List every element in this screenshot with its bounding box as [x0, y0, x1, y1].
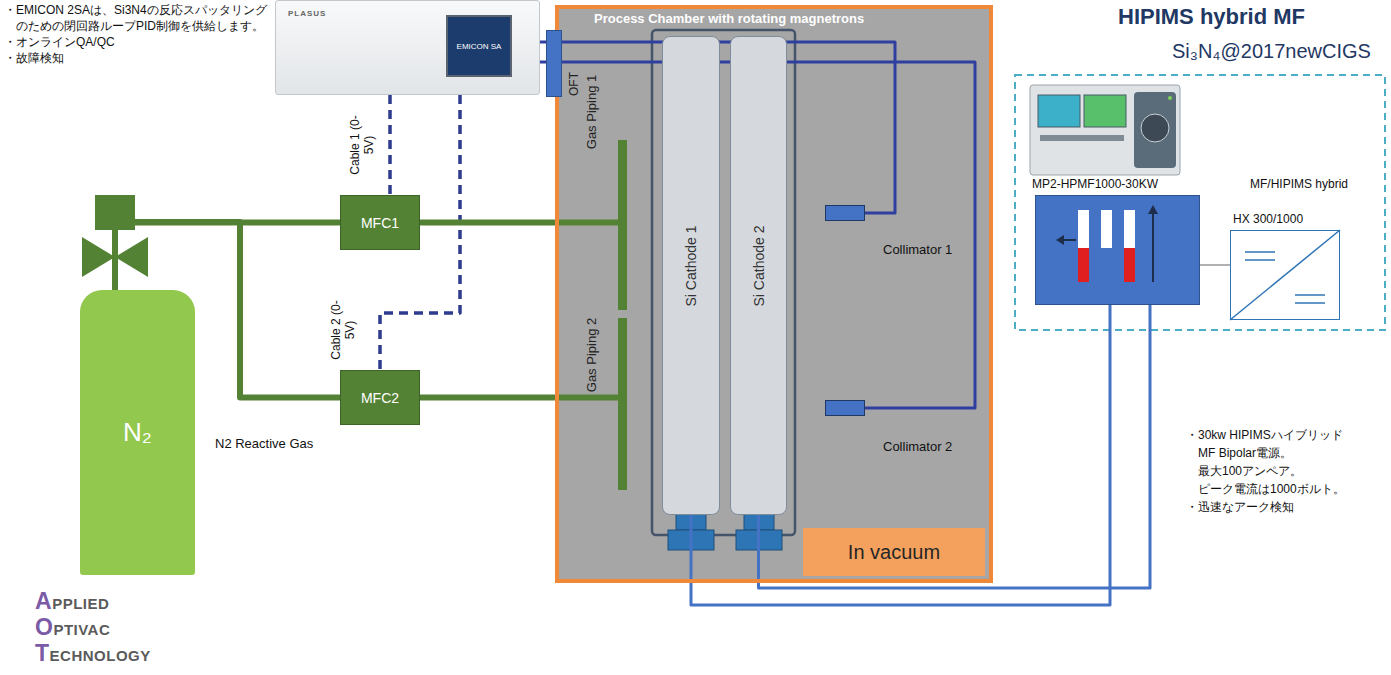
- cable-label: Cable 2 (0-5V): [329, 298, 357, 362]
- pulse-bar: [1124, 248, 1135, 282]
- note-text: ・迅速なアーク検知: [1186, 498, 1360, 516]
- transformer-symbol: [1295, 294, 1325, 296]
- axis-arrow-head: [1056, 235, 1064, 245]
- gas-caption: N2 Reactive Gas: [215, 436, 313, 451]
- collimator: Collimator 1: [825, 205, 865, 221]
- note-text: ・故障検知: [4, 50, 272, 66]
- collimator-label: Collimator 1: [883, 242, 952, 257]
- cathode-frame: [652, 30, 795, 535]
- transformer-symbol: [1295, 302, 1325, 304]
- link-line: [1200, 264, 1230, 266]
- logo-text: APPLIED: [35, 588, 109, 617]
- note-text: ・30kw HIPIMSハイブリッド MF Bipolar電源。 最大100アン…: [1186, 426, 1360, 498]
- photo-screen: [1084, 95, 1126, 127]
- vacuum-tag: In vacuum: [803, 528, 985, 576]
- chamber-title: Process Chamber with rotating magnetrons: [594, 11, 864, 26]
- cathode-label: Si Cathode 2: [751, 225, 767, 306]
- note-text: ・EMICON 2SAは、Si3N4の反応スパッタリングのための閉回路ループPI…: [4, 2, 272, 34]
- collimator: Collimator 2: [825, 400, 865, 416]
- power-supply: MP2-HPMF1000-30KW: [1035, 195, 1200, 305]
- power-supply-photo: [1030, 85, 1180, 175]
- feedthrough-label: OFT: [567, 72, 581, 96]
- cathode: Si Cathode 1: [662, 36, 720, 515]
- gas-label: N₂: [123, 417, 152, 448]
- model-label: HX 300/1000: [1233, 212, 1303, 226]
- screen-text: EMICON SA: [446, 15, 512, 77]
- chamber-fill: [557, 7, 991, 581]
- logo-text: TECHNOLOGY: [35, 640, 151, 669]
- mfc-label: MFC1: [361, 215, 399, 231]
- note-column: ・30kw HIPIMSハイブリッド MF Bipolar電源。 最大100アン…: [1186, 426, 1360, 516]
- fiber-feedthrough: OFT: [546, 30, 562, 97]
- pipe-label: Gas Piping 1: [584, 75, 599, 149]
- controller-unit: PLASUS EMICON SA: [275, 0, 540, 95]
- pulse-bar: [1078, 210, 1089, 248]
- pulse-bar: [1124, 210, 1135, 248]
- note-column: ・EMICON 2SAは、Si3N4の反応スパッタリングのための閉回路ループPI…: [4, 2, 272, 66]
- brand-name: PLASUS: [288, 9, 326, 18]
- power-cable: [759, 305, 1151, 588]
- gas-line: [115, 223, 340, 291]
- transformer-symbol: [1230, 230, 1340, 320]
- flow-controller: MFC1: [340, 195, 420, 250]
- photo-screen: [1038, 95, 1080, 127]
- panel-title: HIPIMS hybrid MF: [1118, 4, 1305, 30]
- axis-arrow: [1152, 212, 1154, 282]
- valve-symbol: [82, 237, 115, 277]
- note-text: ・オンラインQA/QC: [4, 34, 272, 50]
- photo-panel: [1134, 92, 1176, 168]
- valve-symbol: [115, 237, 148, 277]
- fiber-line: [562, 42, 895, 213]
- cathode-label: Si Cathode 1: [683, 225, 699, 306]
- flow-controller: MFC2: [340, 370, 420, 425]
- transformer-symbol: [1245, 259, 1275, 261]
- photo-knob: [1141, 114, 1169, 142]
- signal-cable: [388, 95, 392, 195]
- mfc-label: MFC2: [361, 390, 399, 406]
- gas-cylinder: N₂: [80, 290, 195, 575]
- cathode: Si Cathode 2: [730, 36, 787, 515]
- collimator-label: Collimator 2: [883, 439, 952, 454]
- panel-subtitle: Si₃N₄@2017newCIGS: [1172, 40, 1371, 63]
- cable-label: Cable 1 (0-5V): [348, 113, 376, 177]
- transformer-symbol: [1245, 251, 1275, 253]
- pipe-label: Gas Piping 2: [584, 318, 599, 392]
- vacuum-label: In vacuum: [848, 541, 940, 564]
- photo-detail: [1040, 135, 1124, 141]
- transformer-fill: [1230, 230, 1340, 320]
- supply-fill: [1035, 195, 1200, 305]
- axis-arrow-head: [1148, 205, 1158, 214]
- process-chamber: Process Chamber with rotating magnetrons…: [555, 5, 993, 583]
- gas-line: [420, 220, 618, 226]
- transformer: HX 300/1000: [1230, 230, 1340, 320]
- pulse-bar: [1078, 248, 1089, 282]
- axis-arrow: [1062, 239, 1076, 241]
- photo-led: [1168, 96, 1172, 100]
- mode-label: MF/HIPIMS hybrid: [1250, 177, 1348, 191]
- pulse-bar: [1101, 210, 1112, 248]
- gas-line: [420, 395, 618, 401]
- logo-text: OPTIVAC: [35, 614, 110, 643]
- gas-pipe: Gas Piping 1: [618, 140, 627, 310]
- power-supply-group: [1015, 75, 1385, 330]
- model-label: MP2-HPMF1000-30KW: [1032, 177, 1158, 191]
- gas-pipe: Gas Piping 2: [618, 318, 627, 490]
